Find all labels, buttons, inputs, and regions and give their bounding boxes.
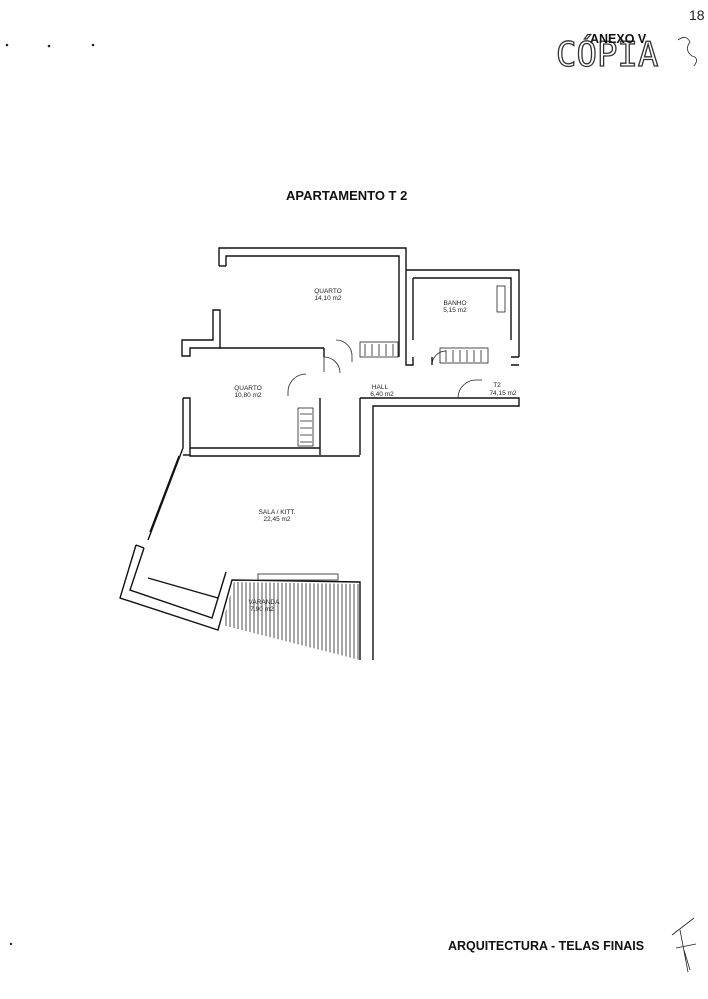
copy-stamp: CÓPIA ANEXO V 18 [555, 7, 705, 76]
room-labels: QUARTO 14,10 m2 BANHO 5,15 m2 QUARTO 10,… [234, 288, 517, 613]
room-label-t2-area: 74,15 m2 [489, 390, 516, 397]
annex-label: ANEXO V [590, 32, 647, 46]
room-label-sala-name: SALA / KITT. [259, 509, 296, 516]
room-label-quarto-1-name: QUARTO [314, 288, 342, 295]
room-label-quarto-2-name: QUARTO [234, 385, 262, 392]
plan-title: APARTAMENTO T 2 [286, 188, 407, 203]
room-label-sala-area: 22,45 m2 [263, 516, 290, 523]
room-label-quarto-1-area: 14,10 m2 [314, 295, 341, 302]
room-label-banho-name: BANHO [443, 300, 466, 307]
footer-label: ARQUITECTURA - TELAS FINAIS [448, 939, 644, 953]
room-label-hall-name: HALL [372, 384, 389, 391]
stamp-word: CÓPIA [556, 34, 658, 75]
room-label-hall-area: 6,40 m2 [370, 391, 394, 398]
scan-dots [5, 43, 95, 946]
room-label-t2-name: T2 [493, 382, 501, 389]
initials-signature [677, 37, 697, 67]
door-swings [287, 339, 482, 399]
room-label-varanda-area: 7,90 m2 [250, 606, 274, 613]
page-number: 18 [689, 7, 705, 23]
footer-signature [671, 917, 697, 973]
room-label-varanda-name: VARANDA [249, 599, 281, 606]
room-label-quarto-2-area: 10,80 m2 [234, 392, 261, 399]
plan-walls [119, 247, 520, 660]
balcony-hatching [225, 582, 359, 660]
room-label-banho-area: 5,15 m2 [443, 307, 467, 314]
